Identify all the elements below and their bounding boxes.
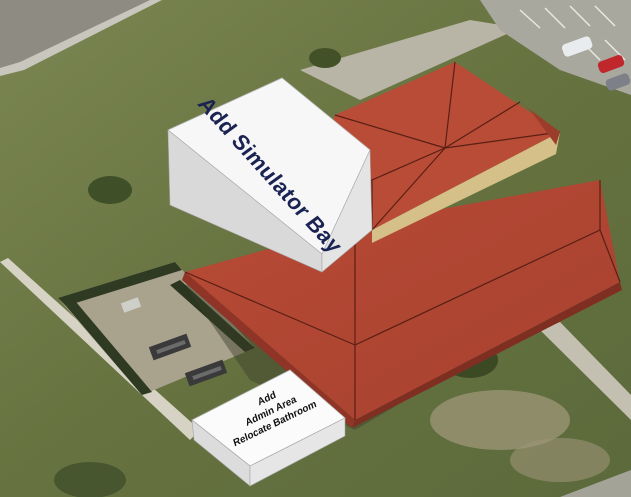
- upper-roof-fascia: [372, 132, 560, 243]
- simulator-bay-front: [321, 149, 373, 273]
- walkway-left: [0, 258, 200, 440]
- main-roof-ridges: [184, 180, 621, 420]
- mechanical-units: [120, 297, 228, 387]
- sidewalk-right: [540, 322, 631, 420]
- main-roof: [185, 180, 620, 420]
- road-edge-upper-left: [0, 0, 162, 76]
- parked-car-grey: [605, 73, 631, 91]
- tree: [309, 48, 341, 68]
- dirt-patch: [430, 390, 570, 450]
- yard-hedge: [58, 262, 182, 306]
- upper-roof-gable: [520, 102, 560, 145]
- parked-car-white: [561, 36, 593, 57]
- road-upper-left: [0, 0, 150, 68]
- yard-hedge: [66, 302, 152, 395]
- tree: [88, 176, 132, 204]
- dirt-patch: [510, 438, 610, 482]
- road-lower-right: [560, 470, 631, 497]
- yard-hedge: [170, 280, 255, 352]
- parked-car-red: [597, 55, 625, 73]
- upper-roof-ridges: [309, 61, 561, 231]
- parking-lot: [480, 0, 631, 95]
- tree: [54, 462, 126, 497]
- admin-block-front: [249, 417, 346, 487]
- main-roof-rim: [352, 282, 622, 428]
- path-upper: [300, 20, 520, 100]
